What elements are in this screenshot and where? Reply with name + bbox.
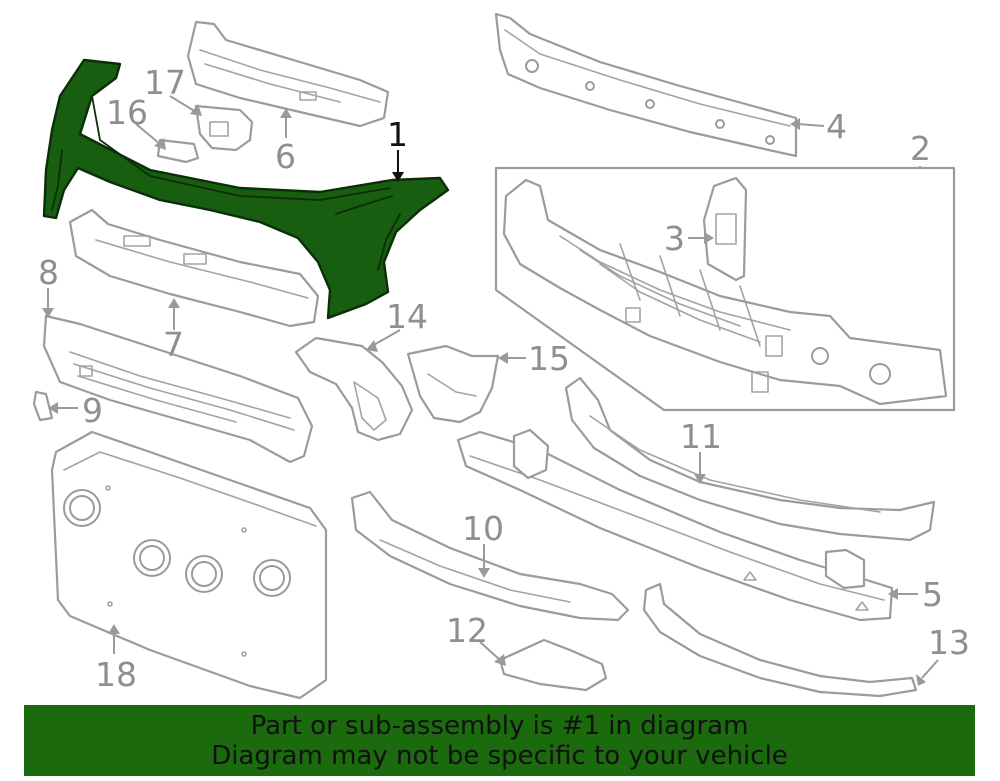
part-15-bracket[interactable] — [406, 344, 500, 424]
callout-11: 11 — [680, 417, 722, 456]
part-18-license-plate-bracket[interactable] — [50, 430, 328, 700]
callout-5: 5 — [922, 575, 943, 614]
callout-17: 17 — [144, 63, 186, 102]
part-14-bezel-bracket[interactable] — [294, 336, 414, 442]
callout-1: 1 — [387, 115, 408, 154]
banner-line-disclaimer: Diagram may not be specific to your vehi… — [211, 740, 788, 771]
part-2-support-assembly[interactable] — [502, 178, 948, 406]
part-7-energy-absorber[interactable] — [68, 208, 320, 328]
part-16-clip[interactable] — [156, 138, 200, 164]
part-9-clip[interactable] — [32, 390, 54, 422]
callout-10: 10 — [462, 509, 504, 548]
callout-3: 3 — [664, 219, 685, 258]
callout-9: 9 — [82, 391, 103, 430]
callout-7: 7 — [163, 325, 184, 364]
part-3-bracket[interactable] — [702, 176, 748, 282]
part-17-bracket[interactable] — [194, 104, 254, 152]
part-10-lower-bracket[interactable] — [350, 490, 630, 622]
part-4-upper-bar[interactable] — [494, 12, 798, 158]
part-5-reinforcement-beam[interactable] — [456, 428, 894, 622]
part-1-bumper-cover-highlighted[interactable] — [42, 58, 450, 320]
callout-15: 15 — [528, 339, 570, 378]
banner-line-part-info: Part or sub-assembly is #1 in diagram — [250, 710, 749, 741]
callout-4: 4 — [826, 107, 847, 146]
callout-14: 14 — [386, 297, 428, 336]
part-12-bracket[interactable] — [498, 638, 608, 692]
callout-8: 8 — [38, 253, 59, 292]
callout-12: 12 — [446, 611, 488, 650]
callout-13: 13 — [928, 623, 970, 662]
part-8-lower-grille[interactable] — [42, 314, 314, 464]
part-11-lower-trim[interactable] — [564, 376, 936, 542]
info-banner: Part or sub-assembly is #1 in diagram Di… — [24, 705, 975, 776]
callout-numbers: 1 2 3 4 5 6 7 8 9 10 11 12 13 14 15 16 1… — [38, 63, 970, 694]
leader-lines — [42, 95, 939, 686]
callout-16: 16 — [106, 93, 148, 132]
part-13-lower-valance[interactable] — [642, 582, 918, 698]
part-6-upper-bracket[interactable] — [186, 20, 390, 128]
callout-18: 18 — [95, 655, 137, 694]
callout-6: 6 — [275, 137, 296, 176]
callout-2: 2 — [910, 129, 931, 168]
